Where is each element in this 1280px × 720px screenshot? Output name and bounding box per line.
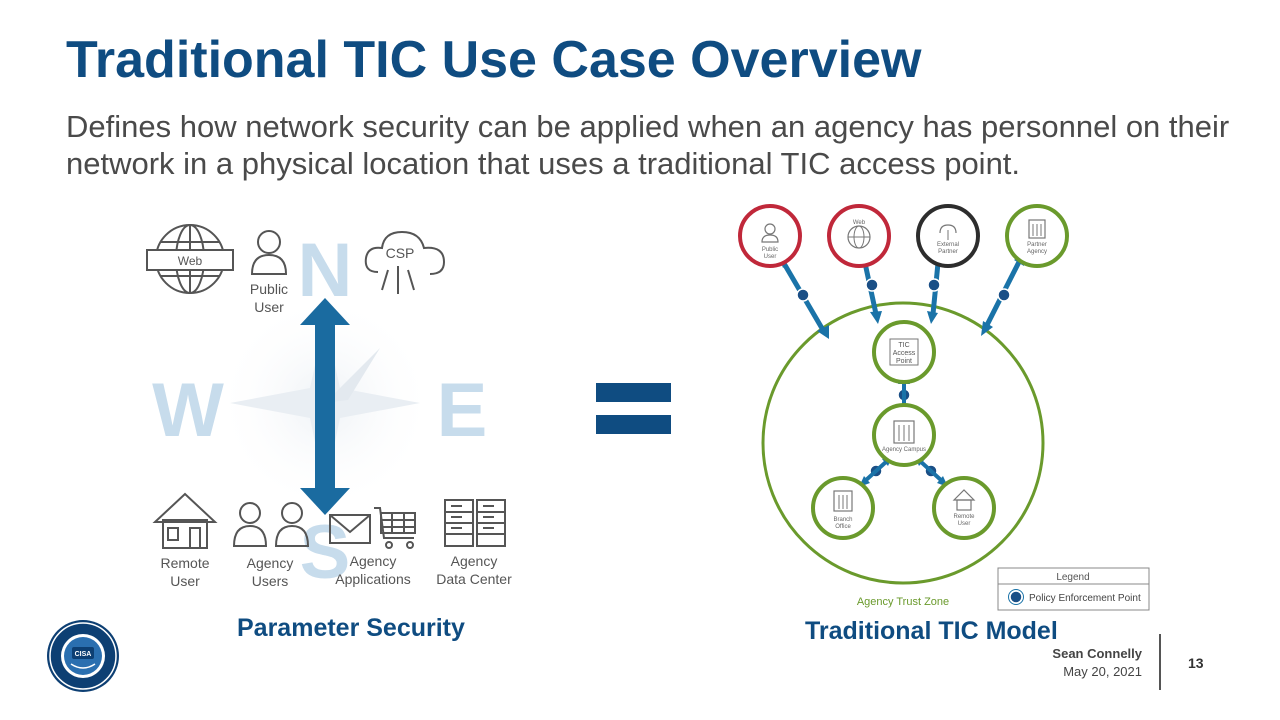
external-node-external-partner: External Partner bbox=[916, 204, 980, 268]
public-user-label-1: Public bbox=[250, 281, 288, 297]
tic-access-point-node: TIC Access Point bbox=[872, 320, 936, 384]
agency-data-center-label-1: Agency bbox=[451, 553, 498, 569]
web-label: Web bbox=[178, 254, 203, 268]
agency-users-label-1: Agency bbox=[247, 555, 294, 571]
legend-title: Legend bbox=[1056, 572, 1089, 583]
north-south-arrow-icon bbox=[300, 298, 350, 515]
external-partner-node-label-1: External bbox=[937, 242, 959, 248]
equals-sign-icon bbox=[596, 383, 671, 434]
server-rack-icon bbox=[444, 499, 506, 547]
cart-icon bbox=[374, 507, 416, 549]
traditional-tic-model-caption: Traditional TIC Model bbox=[805, 617, 1058, 645]
branch-office-label-2: Office bbox=[835, 524, 851, 530]
public-user-node-label-2: User bbox=[764, 254, 777, 260]
remote-user-label-1: Remote bbox=[160, 555, 209, 571]
agency-campus-node: Agency Campus bbox=[872, 403, 936, 467]
agency-applications-label-1: Agency bbox=[350, 553, 397, 569]
agency-users-icon bbox=[232, 502, 310, 547]
external-node-partner-agency: Partner Agency bbox=[1005, 204, 1069, 268]
external-node-web: Web bbox=[827, 204, 891, 268]
compass-e: E bbox=[437, 368, 488, 453]
parameter-security-diagram: N W E S Web Public User bbox=[146, 224, 512, 595]
agency-users-label-2: Users bbox=[252, 573, 289, 589]
agency-data-center-label-2: Data Center bbox=[436, 571, 512, 587]
presenter-name: Sean Connelly bbox=[1052, 646, 1142, 661]
mail-icon bbox=[329, 514, 371, 544]
csp-cloud-icon bbox=[364, 230, 446, 294]
house-icon bbox=[152, 492, 218, 549]
agency-trust-zone-label: Agency Trust Zone bbox=[857, 596, 949, 608]
remote-user-node-label-1: Remote bbox=[953, 514, 975, 520]
traditional-tic-diagram: Agency Trust Zone bbox=[738, 204, 1150, 611]
branch-office-label-1: Branch bbox=[833, 517, 852, 523]
cisa-seal-logo: CISA bbox=[47, 620, 119, 692]
legend-pep-icon bbox=[1009, 590, 1023, 604]
legend-box: Legend Policy Enforcement Point bbox=[997, 567, 1150, 611]
public-user-icon bbox=[250, 230, 288, 275]
remote-user-node-label-2: User bbox=[958, 521, 971, 527]
tic-label-3: Point bbox=[896, 358, 912, 365]
csp-label: CSP bbox=[386, 245, 415, 261]
agency-trust-zone-boundary bbox=[761, 301, 1045, 585]
external-partner-node-label-2: Partner bbox=[938, 249, 958, 255]
tic-label-2: Access bbox=[893, 350, 916, 357]
cisa-seal-center: CISA bbox=[75, 651, 92, 658]
page-number: 13 bbox=[1188, 655, 1204, 671]
presentation-date: May 20, 2021 bbox=[1063, 664, 1142, 679]
compass-w: W bbox=[152, 368, 224, 453]
web-globe-icon bbox=[146, 224, 234, 294]
web-node-label: Web bbox=[853, 220, 866, 226]
parameter-security-caption: Parameter Security bbox=[237, 614, 465, 642]
agency-campus-label: Agency Campus bbox=[882, 447, 926, 453]
remote-user-node: Remote User bbox=[932, 476, 996, 540]
slide-title: Traditional TIC Use Case Overview bbox=[66, 31, 922, 89]
slide-subtitle: Defines how network security can be appl… bbox=[66, 109, 1230, 181]
remote-user-label-2: User bbox=[170, 573, 200, 589]
public-user-label-2: User bbox=[254, 299, 284, 315]
partner-agency-node-label-1: Partner bbox=[1027, 242, 1047, 248]
tic-label-1: TIC bbox=[898, 342, 909, 349]
footer-divider bbox=[1159, 634, 1161, 690]
external-node-public-user: Public User bbox=[738, 204, 802, 268]
branch-office-node: Branch Office bbox=[811, 476, 875, 540]
partner-agency-node-label-2: Agency bbox=[1027, 249, 1047, 255]
legend-item-label: Policy Enforcement Point bbox=[1029, 593, 1141, 604]
public-user-node-label-1: Public bbox=[762, 247, 778, 253]
agency-applications-label-2: Applications bbox=[335, 571, 411, 587]
